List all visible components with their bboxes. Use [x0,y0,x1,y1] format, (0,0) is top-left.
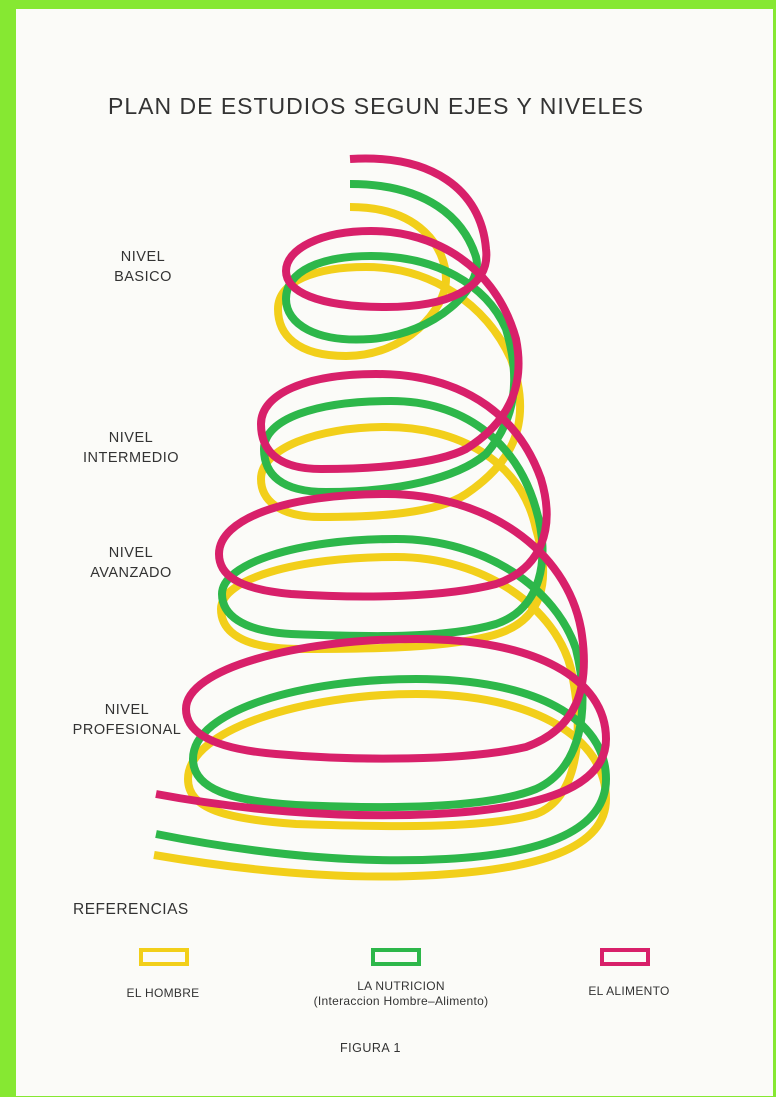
legend-label-alimento: EL ALIMENTO [574,984,684,999]
legend-swatch-nutricion [371,948,421,966]
references-title: REFERENCIAS [73,901,189,919]
legend-label-hombre: EL HOMBRE [108,986,218,1001]
legend-label-text: EL HOMBRE [127,986,200,1000]
legend-label-nutricion: LA NUTRICION (Interaccion Hombre–Aliment… [286,979,516,1009]
legend-sublabel-text: (Interaccion Hombre–Alimento) [286,994,516,1009]
legend-swatch-hombre [139,948,189,966]
legend-swatch-alimento [600,948,650,966]
legend-label-text: EL ALIMENTO [588,984,669,998]
figure-page: PLAN DE ESTUDIOS SEGUN EJES Y NIVELES NI… [16,9,773,1096]
figure-caption: FIGURA 1 [340,1041,401,1055]
legend-label-text: LA NUTRICION [286,979,516,994]
spiral-diagram [16,9,773,1096]
